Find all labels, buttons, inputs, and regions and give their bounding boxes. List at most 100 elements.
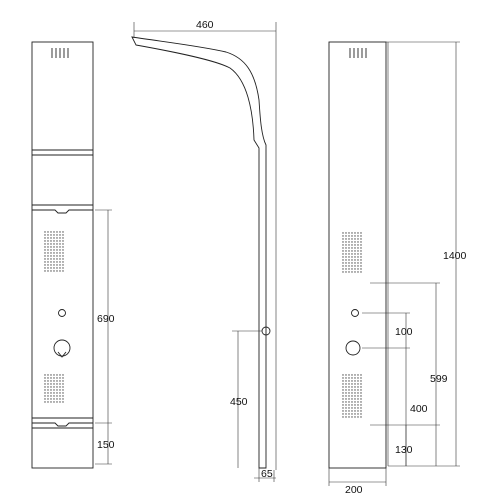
jet-nozzle-dot (354, 250, 356, 252)
jet-nozzle-dot (50, 389, 52, 391)
jet-nozzle-dot (351, 232, 353, 234)
jet-nozzle-dot (357, 401, 359, 403)
jet-nozzle-dot (342, 241, 344, 243)
jet-nozzle-dot (47, 249, 49, 251)
jet-nozzle-dot (44, 252, 46, 254)
jet-nozzle-dot (342, 268, 344, 270)
jet-nozzle-dot (342, 256, 344, 258)
jet-nozzle-dot (342, 253, 344, 255)
jet-nozzle-dot (357, 386, 359, 388)
diverter-knob-icon (58, 309, 66, 317)
jet-nozzle-dot (59, 401, 61, 403)
jet-nozzle-dot (56, 252, 58, 254)
jet-nozzle-dot (56, 395, 58, 397)
jet-nozzle-dot (354, 413, 356, 415)
jet-nozzle-dot (357, 407, 359, 409)
jet-nozzle-dot (354, 265, 356, 267)
jet-nozzle-dot (44, 270, 46, 272)
side-view: 460 450 65 (131, 19, 277, 482)
jet-nozzle-dot (53, 270, 55, 272)
jet-nozzle-dot (50, 252, 52, 254)
jet-nozzle-dot (348, 389, 350, 391)
mixer-knob-icon (53, 339, 71, 357)
jet-nozzle-dot (342, 401, 344, 403)
jet-nozzle-dot (348, 395, 350, 397)
dimension-label-450: 450 (230, 396, 248, 408)
jet-nozzle-dot (348, 410, 350, 412)
jet-nozzle-dot (348, 380, 350, 382)
jet-nozzle-dot (360, 377, 362, 379)
jet-nozzle-dot (351, 256, 353, 258)
jet-nozzle-dot (59, 258, 61, 260)
dimension-label-599: 599 (430, 373, 448, 385)
jet-nozzle-dot (351, 407, 353, 409)
jet-nozzle-dot (62, 249, 64, 251)
jet-nozzle-dot (357, 244, 359, 246)
jet-nozzle-dot (56, 234, 58, 236)
jet-nozzle-dot (354, 398, 356, 400)
side-profile-outline (131, 36, 267, 469)
jet-nozzle-dot (348, 404, 350, 406)
jet-nozzle-dot (342, 413, 344, 415)
jet-nozzle-dot (44, 401, 46, 403)
jet-nozzle-dot (44, 264, 46, 266)
jet-nozzle-dot (47, 386, 49, 388)
jet-nozzle-dot (345, 413, 347, 415)
jet-nozzle-dot (56, 392, 58, 394)
jet-nozzle-dot (50, 240, 52, 242)
jet-nozzle-dot (44, 249, 46, 251)
jet-nozzle-dot (345, 416, 347, 418)
jet-nozzle-dot (59, 252, 61, 254)
jet-nozzle-dot (348, 386, 350, 388)
jet-nozzle-dot (360, 259, 362, 261)
jet-nozzle-dot (360, 268, 362, 270)
jet-nozzle-dot (357, 413, 359, 415)
jet-nozzle-dot (351, 238, 353, 240)
jet-nozzle-dot (351, 392, 353, 394)
jet-nozzle-dot (345, 389, 347, 391)
jet-nozzle-dot (62, 231, 64, 233)
jet-nozzle-dot (47, 258, 49, 260)
jet-nozzle-dot (342, 395, 344, 397)
dimension-label-1400: 1400 (443, 250, 467, 262)
jet-nozzle-dot (360, 244, 362, 246)
jet-nozzle-dot (360, 392, 362, 394)
jet-nozzle-dot (53, 264, 55, 266)
jet-nozzle-dot (50, 401, 52, 403)
jet-nozzle-dot (62, 264, 64, 266)
jet-nozzle-dot (56, 231, 58, 233)
jet-nozzle-dot (345, 271, 347, 273)
jet-nozzle-dot (357, 238, 359, 240)
jet-nozzle-dot (342, 244, 344, 246)
jet-nozzle-dot (345, 383, 347, 385)
right-lower-body-jets (342, 374, 362, 418)
jet-nozzle-dot (47, 243, 49, 245)
right-diverter-knob-icon (351, 309, 359, 317)
right-mixer-knob-icon (345, 340, 361, 356)
jet-nozzle-dot (345, 235, 347, 237)
dimension-label-460: 460 (196, 19, 214, 31)
jet-nozzle-dot (351, 410, 353, 412)
jet-nozzle-dot (348, 241, 350, 243)
jet-nozzle-dot (56, 383, 58, 385)
jet-nozzle-dot (53, 234, 55, 236)
jet-nozzle-dot (351, 271, 353, 273)
jet-nozzle-dot (354, 256, 356, 258)
jet-nozzle-dot (50, 261, 52, 263)
jet-nozzle-dot (357, 380, 359, 382)
jet-nozzle-dot (50, 234, 52, 236)
jet-nozzle-dot (354, 392, 356, 394)
jet-nozzle-dot (342, 389, 344, 391)
jet-nozzle-dot (360, 416, 362, 418)
jet-nozzle-dot (351, 386, 353, 388)
jet-nozzle-dot (47, 231, 49, 233)
jet-nozzle-dot (351, 235, 353, 237)
jet-nozzle-dot (47, 246, 49, 248)
jet-nozzle-dot (50, 395, 52, 397)
jet-nozzle-dot (50, 243, 52, 245)
jet-nozzle-dot (62, 377, 64, 379)
jet-nozzle-dot (351, 250, 353, 252)
jet-nozzle-dot (44, 386, 46, 388)
jet-nozzle-dot (59, 389, 61, 391)
lower-body-jets (44, 374, 64, 403)
